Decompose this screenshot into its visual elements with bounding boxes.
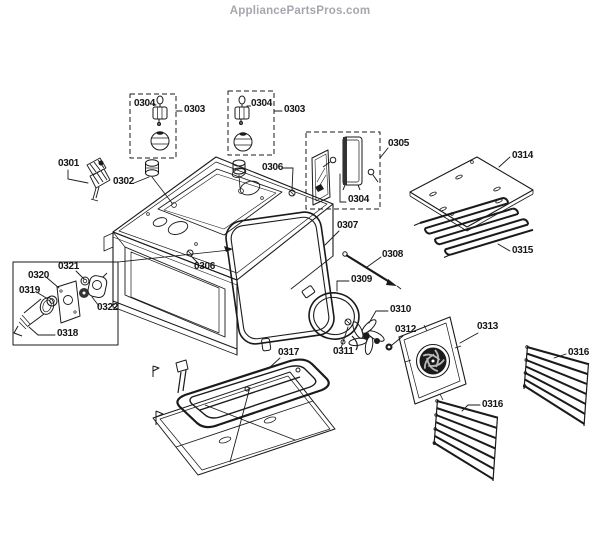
spark-module-part (86, 157, 111, 202)
callout-0312: 0312 (395, 324, 417, 335)
callout-0303-b: 0303 (284, 104, 306, 115)
callout-0305: 0305 (388, 138, 410, 149)
oven-rack-lower (432, 399, 499, 482)
clamp-ring (301, 285, 360, 351)
oven-cavity-body (103, 156, 334, 356)
callout-0306-a: 0306 (262, 162, 284, 173)
callout-0304-b: 0304 (251, 98, 273, 109)
callout-0320: 0320 (28, 270, 50, 281)
callout-leader-lines (28, 104, 567, 412)
callout-0322: 0322 (97, 302, 119, 313)
callout-0316-a: 0316 (568, 347, 590, 358)
callout-0301: 0301 (58, 158, 80, 169)
callout-0316-b: 0316 (482, 399, 504, 410)
callout-0310: 0310 (390, 304, 412, 315)
callout-0315: 0315 (512, 245, 534, 256)
callout-0319: 0319 (19, 285, 41, 296)
lamp-assembly-box (12, 261, 119, 346)
bake-element (152, 358, 330, 429)
callout-0314: 0314 (512, 150, 534, 161)
callout-0311: 0311 (333, 346, 354, 357)
convection-back-panel (398, 316, 467, 405)
callout-0317: 0317 (278, 347, 300, 358)
callout-0318: 0318 (57, 328, 79, 339)
fan-nut (385, 343, 393, 351)
callout-0307: 0307 (337, 220, 359, 231)
burner-cap-parts (145, 159, 246, 177)
callout-0302: 0302 (113, 176, 135, 187)
control-module-box (305, 131, 381, 210)
temperature-sensor-rod (342, 251, 402, 290)
callout-0304-c: 0304 (348, 194, 370, 205)
callout-0309: 0309 (351, 274, 373, 285)
screw-parts (186, 189, 296, 257)
igniter-kit-box-2 (227, 90, 275, 156)
fan-blade (344, 318, 385, 355)
bottom-panel (152, 371, 336, 476)
callout-0313: 0313 (477, 321, 499, 332)
igniter-kit-box-1 (129, 93, 177, 159)
callout-0303-a: 0303 (184, 104, 206, 115)
oven-rack-right (522, 345, 590, 427)
door-gasket (225, 211, 335, 352)
callout-0308: 0308 (382, 249, 404, 260)
callout-0321: 0321 (58, 261, 80, 272)
callout-0306-b: 0306 (194, 261, 216, 272)
site-watermark: AppliancePartsPros.com (229, 5, 371, 17)
broil-element (413, 196, 534, 259)
callout-0304-a: 0304 (134, 98, 156, 109)
